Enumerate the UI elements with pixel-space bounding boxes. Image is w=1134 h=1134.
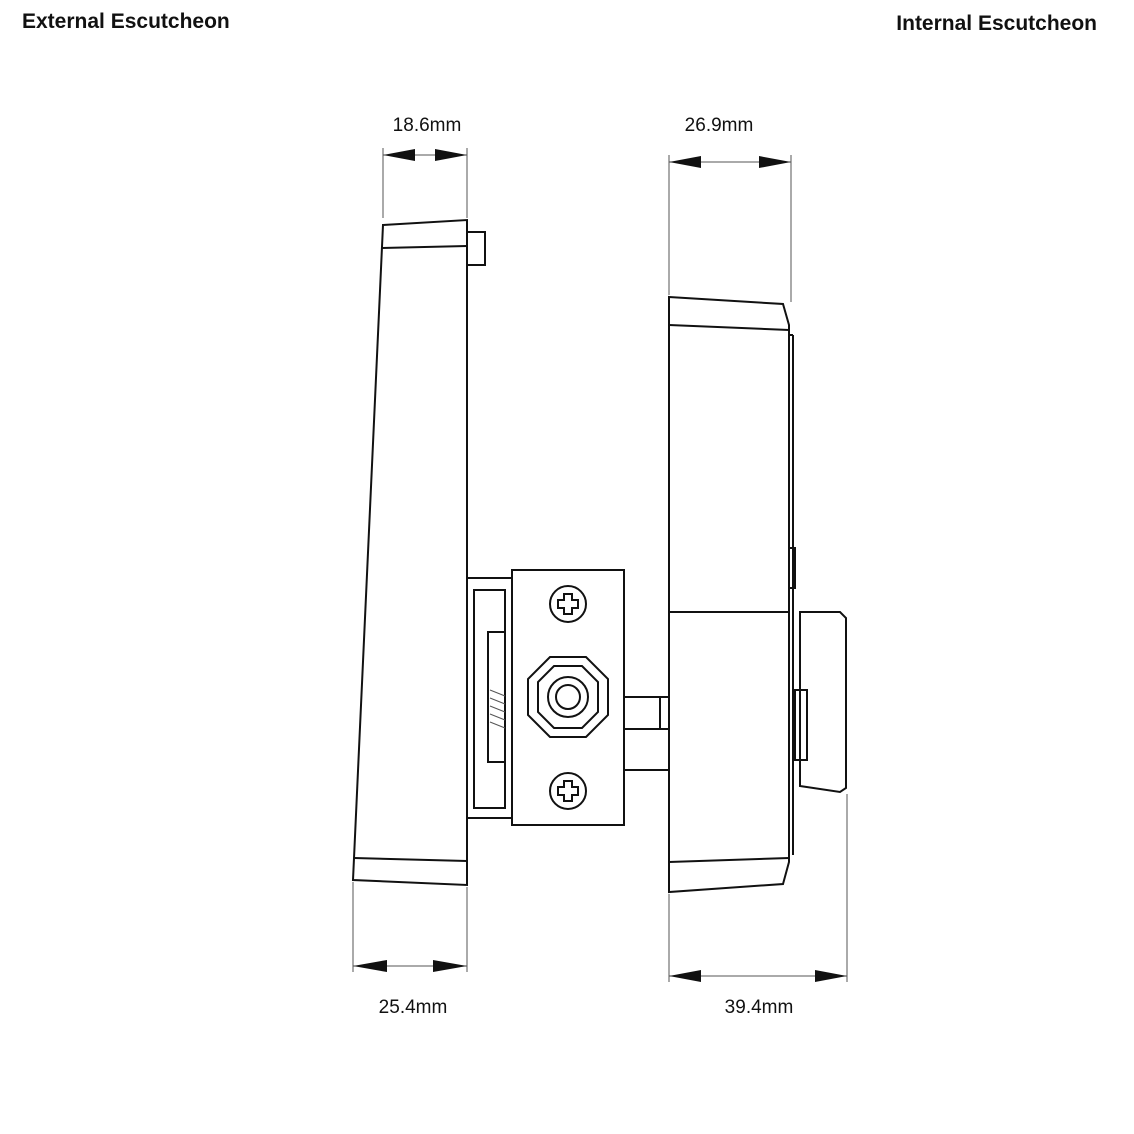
- internal-escutcheon: [668, 295, 796, 894]
- external-depth-top-label: 18.6mm: [392, 115, 462, 136]
- external-escutcheon: [351, 218, 486, 887]
- external-depth-bottom-label: 25.4mm: [378, 997, 448, 1018]
- screw-top: [549, 585, 587, 623]
- dimension-lines: [352, 148, 848, 982]
- latch-assembly: [466, 569, 670, 826]
- internal-depth-top-label: 26.9mm: [684, 115, 754, 136]
- internal-escutcheon-heading: Internal Escutcheon: [896, 12, 1097, 35]
- thumb-turn: [794, 611, 847, 794]
- latch-bolt: [527, 656, 609, 738]
- screw-bottom: [549, 772, 587, 810]
- external-escutcheon-heading: External Escutcheon: [22, 10, 230, 33]
- internal-depth-bottom-label: 39.4mm: [724, 997, 794, 1018]
